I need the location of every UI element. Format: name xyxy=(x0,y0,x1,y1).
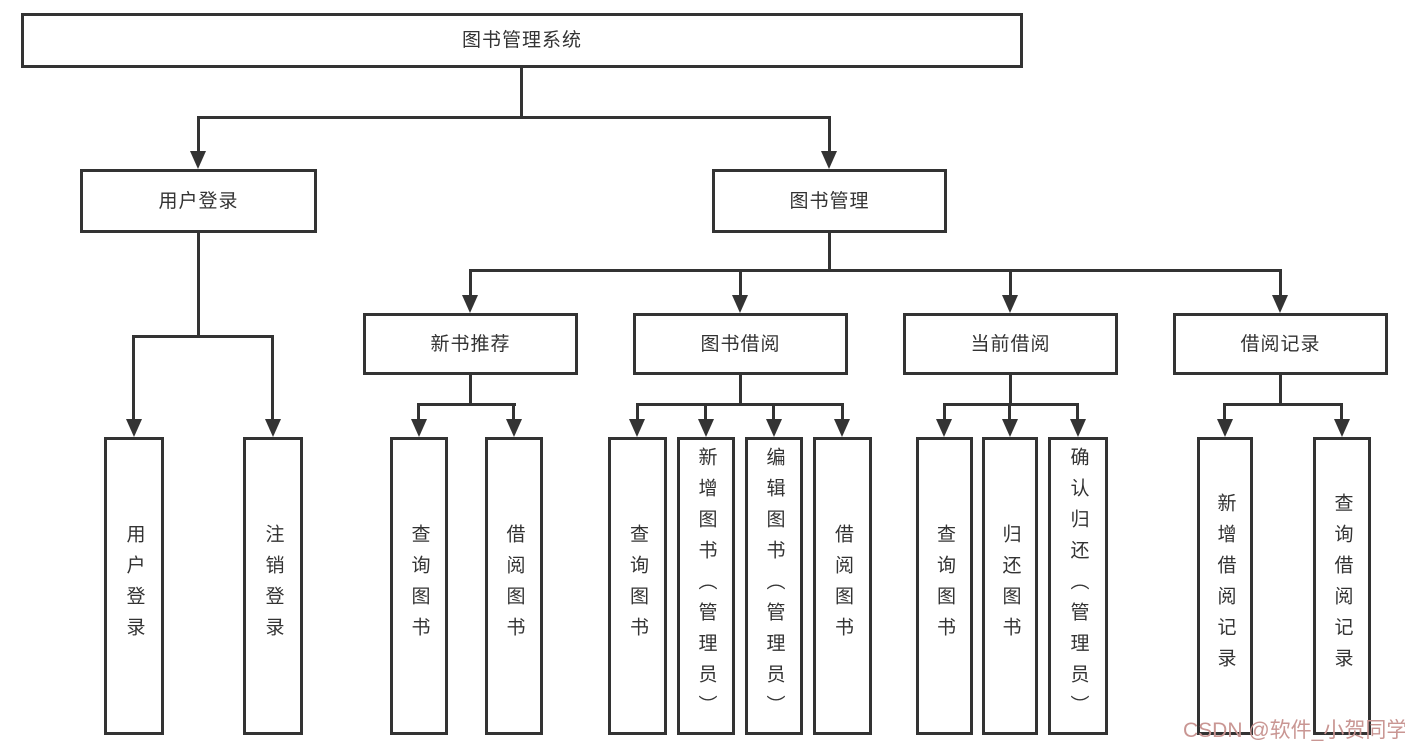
node-borrow-records: 借阅记录 xyxy=(1173,313,1388,375)
connector-line xyxy=(943,403,1079,406)
arrow-down-icon xyxy=(936,419,952,437)
connector-line xyxy=(636,403,844,406)
connector-line xyxy=(841,403,844,420)
arrow-down-icon xyxy=(766,419,782,437)
connector-line xyxy=(512,403,515,420)
arrow-down-icon xyxy=(821,151,837,169)
csdn-watermark: CSDN @软件_小贺同学 xyxy=(1183,719,1405,742)
connector-line xyxy=(271,335,274,422)
arrow-down-icon xyxy=(698,419,714,437)
leaf-records-add: 新增借阅记录 xyxy=(1197,437,1253,735)
leaf-borrow-edit-admin: 编辑图书（管理员） xyxy=(745,437,803,735)
arrow-down-icon xyxy=(1002,419,1018,437)
connector-line xyxy=(739,373,742,406)
arrow-down-icon xyxy=(834,419,850,437)
connector-line xyxy=(1279,269,1282,297)
leaf-borrow-query: 查询图书 xyxy=(608,437,667,735)
connector-line xyxy=(197,231,200,338)
leaf-current-query: 查询图书 xyxy=(916,437,973,735)
leaf-records-query: 查询借阅记录 xyxy=(1313,437,1371,735)
connector-line xyxy=(132,335,135,422)
arrow-down-icon xyxy=(1272,295,1288,313)
connector-line xyxy=(197,116,831,119)
connector-line xyxy=(1223,403,1226,420)
node-new-books: 新书推荐 xyxy=(363,313,578,375)
node-current-borrow: 当前借阅 xyxy=(903,313,1118,375)
connector-line xyxy=(704,403,707,420)
leaf-borrow-add-admin: 新增图书（管理员） xyxy=(677,437,735,735)
connector-line xyxy=(1009,269,1012,297)
connector-line xyxy=(197,116,200,154)
connector-line xyxy=(132,335,274,338)
connector-line xyxy=(469,269,1282,272)
arrow-down-icon xyxy=(462,295,478,313)
leaf-newbooks-query: 查询图书 xyxy=(390,437,448,735)
leaf-newbooks-borrow: 借阅图书 xyxy=(485,437,543,735)
arrow-down-icon xyxy=(411,419,427,437)
connector-line xyxy=(520,66,523,118)
arrow-down-icon xyxy=(126,419,142,437)
connector-line xyxy=(1223,403,1343,406)
connector-line xyxy=(943,403,946,420)
arrow-down-icon xyxy=(1002,295,1018,313)
connector-line xyxy=(1076,403,1079,420)
connector-line xyxy=(417,403,420,420)
leaf-current-confirm-admin: 确认归还（管理员） xyxy=(1048,437,1108,735)
node-book-borrow: 图书借阅 xyxy=(633,313,848,375)
arrow-down-icon xyxy=(732,295,748,313)
arrow-down-icon xyxy=(506,419,522,437)
leaf-current-return: 归还图书 xyxy=(982,437,1038,735)
connector-line xyxy=(1340,403,1343,420)
arrow-down-icon xyxy=(190,151,206,169)
connector-line xyxy=(1008,403,1011,420)
arrow-down-icon xyxy=(1070,419,1086,437)
arrow-down-icon xyxy=(1334,419,1350,437)
connector-line xyxy=(469,373,472,406)
connector-line xyxy=(828,116,831,154)
connector-line xyxy=(417,403,516,406)
arrow-down-icon xyxy=(265,419,281,437)
connector-line xyxy=(1279,373,1282,406)
arrow-down-icon xyxy=(1217,419,1233,437)
leaf-borrow-book: 借阅图书 xyxy=(813,437,872,735)
connector-line xyxy=(828,231,831,272)
connector-line xyxy=(636,403,639,420)
connector-line xyxy=(739,269,742,297)
leaf-user-login: 用户登录 xyxy=(104,437,164,735)
connector-line xyxy=(1009,373,1012,406)
node-user-login: 用户登录 xyxy=(80,169,317,233)
node-book-management: 图书管理 xyxy=(712,169,947,233)
leaf-logout: 注销登录 xyxy=(243,437,303,735)
arrow-down-icon xyxy=(629,419,645,437)
connector-line xyxy=(469,269,472,297)
node-root: 图书管理系统 xyxy=(21,13,1023,68)
connector-line xyxy=(772,403,775,420)
